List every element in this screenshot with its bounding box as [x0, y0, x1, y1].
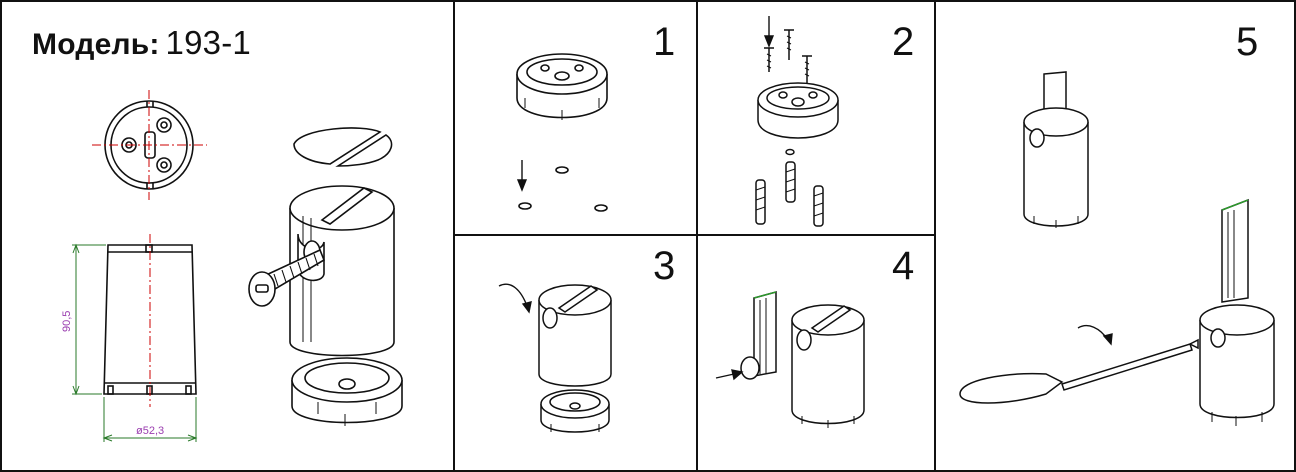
- panel-step-1: 1: [453, 0, 698, 236]
- width-value: ø52,3: [136, 425, 164, 437]
- panel-step-5: 5: [934, 0, 1296, 472]
- model-label: Модель:: [32, 28, 160, 61]
- model-number: 193-1: [165, 24, 251, 61]
- step-2-drawing: [755, 16, 839, 227]
- step-number-3: 3: [653, 244, 676, 288]
- step-number-1: 1: [653, 20, 676, 64]
- width-dimension: [102, 397, 198, 442]
- front-view: [103, 234, 197, 407]
- model-title: Модель:193-1: [32, 24, 251, 62]
- panel-step-4: 4: [696, 234, 936, 472]
- panel-step-2: 2: [696, 0, 936, 236]
- panel-overview: Модель:193-1: [0, 0, 455, 472]
- height-value: 90,5: [61, 311, 73, 332]
- step-4-drawing: [715, 291, 865, 428]
- panel-step-3: 3: [453, 234, 698, 472]
- step-1-drawing: [516, 53, 608, 212]
- step-5-drawing: [959, 71, 1275, 426]
- overview-drawing: 90,5 ø52,3: [61, 90, 403, 442]
- step-number-2: 2: [892, 20, 915, 64]
- step-number-5: 5: [1236, 20, 1259, 64]
- step-number-4: 4: [892, 244, 915, 288]
- step-3-drawing: [498, 283, 612, 433]
- top-view: [92, 90, 207, 200]
- exploded-view: [248, 127, 403, 426]
- height-dimension: [72, 243, 106, 396]
